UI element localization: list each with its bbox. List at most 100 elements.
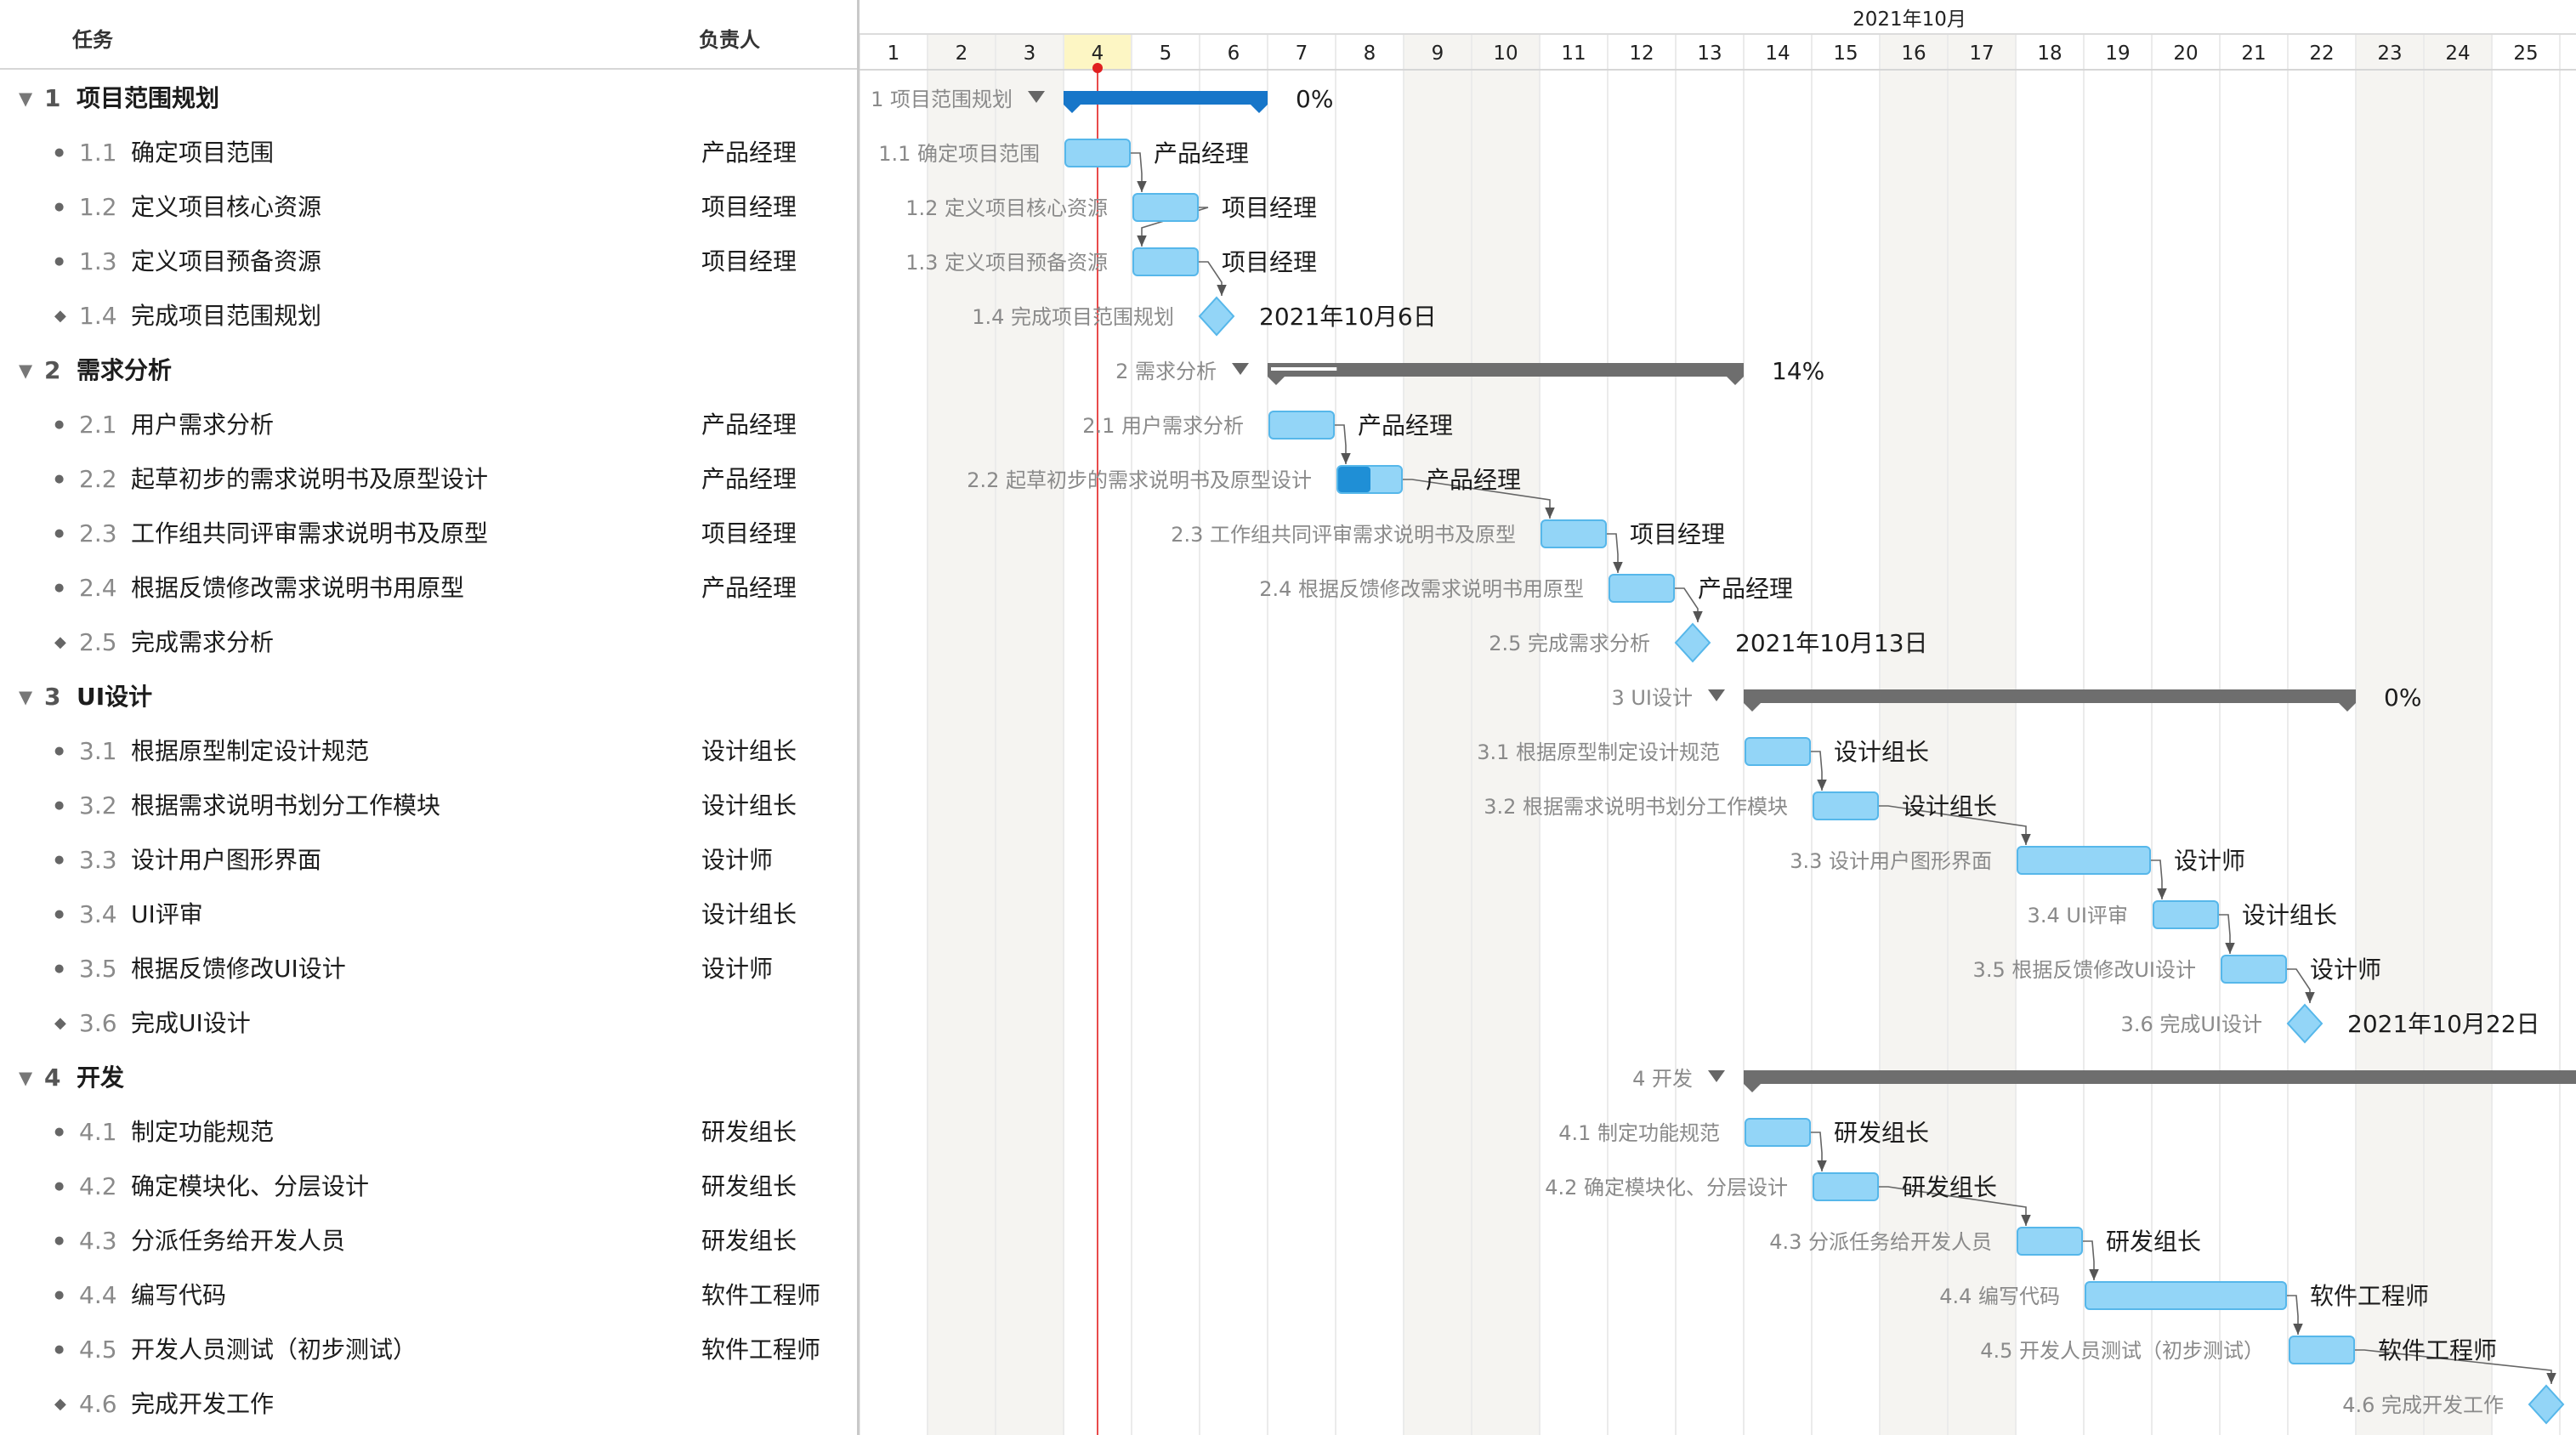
task-bar[interactable] [1813, 791, 1879, 820]
day-number[interactable]: 6 [1228, 43, 1240, 65]
task-bar[interactable] [2289, 1336, 2355, 1364]
task-name[interactable]: 编写代码 [131, 1281, 227, 1309]
day-number[interactable]: 2 [956, 43, 968, 65]
milestone-diamond[interactable] [2528, 1384, 2565, 1425]
owner-column-header[interactable]: 负责人 [699, 28, 760, 52]
task-bar[interactable] [1609, 574, 1675, 603]
task-bar[interactable] [2221, 955, 2287, 984]
task-owner[interactable]: 研发组长 [701, 1172, 797, 1200]
task-bar[interactable] [2017, 1227, 2083, 1256]
task-name[interactable]: 根据原型制定设计规范 [131, 737, 370, 765]
summary-bar[interactable] [1268, 363, 1744, 385]
task-name[interactable]: UI设计 [77, 683, 153, 711]
task-owner[interactable]: 设计组长 [701, 900, 797, 928]
summary-bar[interactable] [1744, 1070, 2576, 1092]
day-number[interactable]: 25 [2513, 43, 2538, 65]
day-number[interactable]: 3 [1024, 43, 1036, 65]
day-number[interactable]: 13 [1697, 43, 1722, 65]
task-name[interactable]: 定义项目核心资源 [131, 193, 322, 221]
day-number[interactable]: 15 [1833, 43, 1858, 65]
collapse-toggle-icon[interactable]: ▼ [19, 360, 33, 381]
task-name[interactable]: UI评审 [131, 900, 203, 928]
task-bar[interactable] [1745, 1118, 1811, 1147]
day-number[interactable]: 10 [1493, 43, 1518, 65]
task-name[interactable]: 分派任务给开发人员 [131, 1227, 346, 1255]
day-number[interactable]: 7 [1296, 43, 1308, 65]
task-name[interactable]: 用户需求分析 [131, 411, 275, 439]
task-owner[interactable]: 研发组长 [701, 1118, 797, 1146]
task-name[interactable]: 设计用户图形界面 [131, 846, 322, 874]
task-name[interactable]: 完成需求分析 [131, 628, 275, 656]
day-number[interactable]: 16 [1901, 43, 1926, 65]
day-number[interactable]: 17 [1969, 43, 1994, 65]
day-number[interactable]: 18 [2037, 43, 2062, 65]
task-name[interactable]: 确定项目范围 [131, 139, 275, 167]
task-name[interactable]: 完成项目范围规划 [131, 302, 322, 330]
task-name[interactable]: 确定模块化、分层设计 [131, 1172, 370, 1200]
task-bar[interactable] [2153, 900, 2219, 929]
day-number[interactable]: 5 [1160, 43, 1172, 65]
day-number[interactable]: 9 [1432, 43, 1444, 65]
task-bar[interactable] [2017, 846, 2151, 875]
day-number[interactable]: 24 [2445, 43, 2470, 65]
milestone-diamond[interactable] [1198, 296, 1235, 337]
day-number[interactable]: 1 [888, 43, 900, 65]
day-number[interactable]: 12 [1629, 43, 1654, 65]
task-name[interactable]: 项目范围规划 [77, 84, 220, 112]
task-owner[interactable]: 研发组长 [701, 1227, 797, 1255]
day-number[interactable]: 4 [1092, 43, 1104, 65]
day-number[interactable]: 22 [2309, 43, 2334, 65]
task-name[interactable]: 开发 [77, 1063, 125, 1092]
task-bar[interactable] [1745, 737, 1811, 766]
task-bar[interactable] [1268, 411, 1335, 440]
task-owner[interactable]: 软件工程师 [701, 1281, 821, 1309]
task-owner[interactable]: 产品经理 [701, 139, 797, 167]
task-name[interactable]: 工作组共同评审需求说明书及原型 [131, 519, 489, 547]
collapse-toggle-icon[interactable]: ▼ [19, 1068, 33, 1088]
task-name[interactable]: 需求分析 [77, 356, 173, 384]
milestone-diamond[interactable] [1674, 622, 1711, 663]
task-name[interactable]: 起草初步的需求说明书及原型设计 [131, 465, 489, 493]
task-bar[interactable] [1064, 139, 1131, 167]
task-owner[interactable]: 设计组长 [701, 737, 797, 765]
collapse-toggle-icon[interactable]: ▼ [19, 687, 33, 707]
task-bar[interactable] [2085, 1281, 2287, 1310]
milestone-diamond[interactable] [2286, 1003, 2324, 1044]
task-owner[interactable]: 项目经理 [701, 519, 797, 547]
summary-bar[interactable] [1744, 689, 2356, 712]
task-bar[interactable] [1132, 193, 1199, 222]
task-owner[interactable]: 产品经理 [701, 465, 797, 493]
task-column-header[interactable]: 任务 [72, 28, 113, 52]
day-number[interactable]: 11 [1561, 43, 1586, 65]
collapse-toggle-icon[interactable]: ▼ [19, 88, 33, 109]
task-name[interactable]: 完成开发工作 [131, 1390, 275, 1418]
task-owner[interactable]: 设计师 [701, 955, 774, 983]
day-number[interactable]: 19 [2105, 43, 2130, 65]
task-bar[interactable] [1813, 1172, 1879, 1201]
task-name[interactable]: 根据反馈修改UI设计 [131, 955, 346, 983]
day-number[interactable]: 21 [2241, 43, 2266, 65]
task-name[interactable]: 定义项目预备资源 [131, 247, 322, 275]
task-name[interactable]: 根据需求说明书划分工作模块 [131, 791, 441, 820]
task-owner[interactable]: 软件工程师 [701, 1336, 821, 1364]
